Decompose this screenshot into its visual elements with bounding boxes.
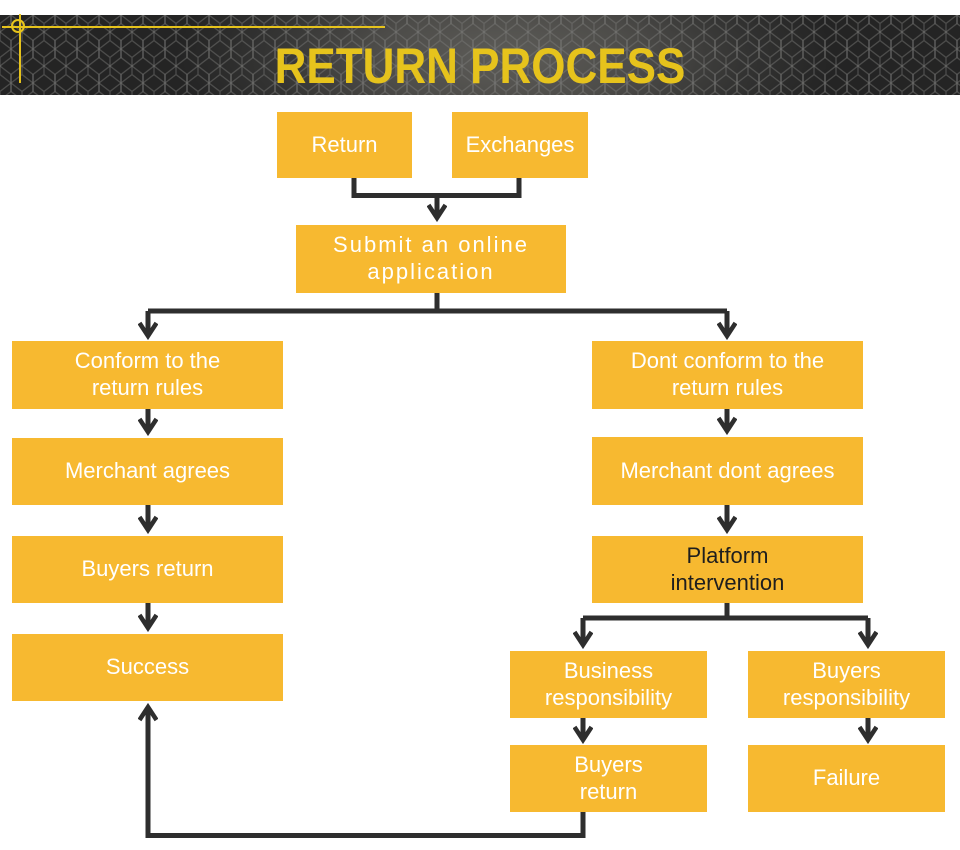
node-exchanges: Exchanges [452, 112, 588, 178]
node-failure: Failure [748, 745, 945, 812]
node-buyers-return-2: Buyers return [510, 745, 707, 812]
node-return: Return [277, 112, 412, 178]
node-conform-return-rules: Conform to the return rules [12, 341, 283, 409]
node-buyers-responsibility: Buyers responsibility [748, 651, 945, 718]
page-title: RETURN PROCESS [274, 38, 686, 94]
header-band: RETURN PROCESS [0, 15, 960, 95]
ornament-circle [11, 19, 25, 33]
ornament-horizontal-line [2, 26, 385, 28]
node-platform-intervention: Platform intervention [592, 536, 863, 603]
node-success: Success [12, 634, 283, 701]
ornament-vertical-line [19, 14, 21, 83]
mesh-pattern [0, 15, 960, 95]
node-business-responsibility: Business responsibility [510, 651, 707, 718]
node-merchant-agrees: Merchant agrees [12, 438, 283, 505]
node-merchant-dont-agrees: Merchant dont agrees [592, 437, 863, 505]
node-submit-application: Submit an online application [296, 225, 566, 293]
node-dont-conform-return-rules: Dont conform to the return rules [592, 341, 863, 409]
node-buyers-return: Buyers return [12, 536, 283, 603]
